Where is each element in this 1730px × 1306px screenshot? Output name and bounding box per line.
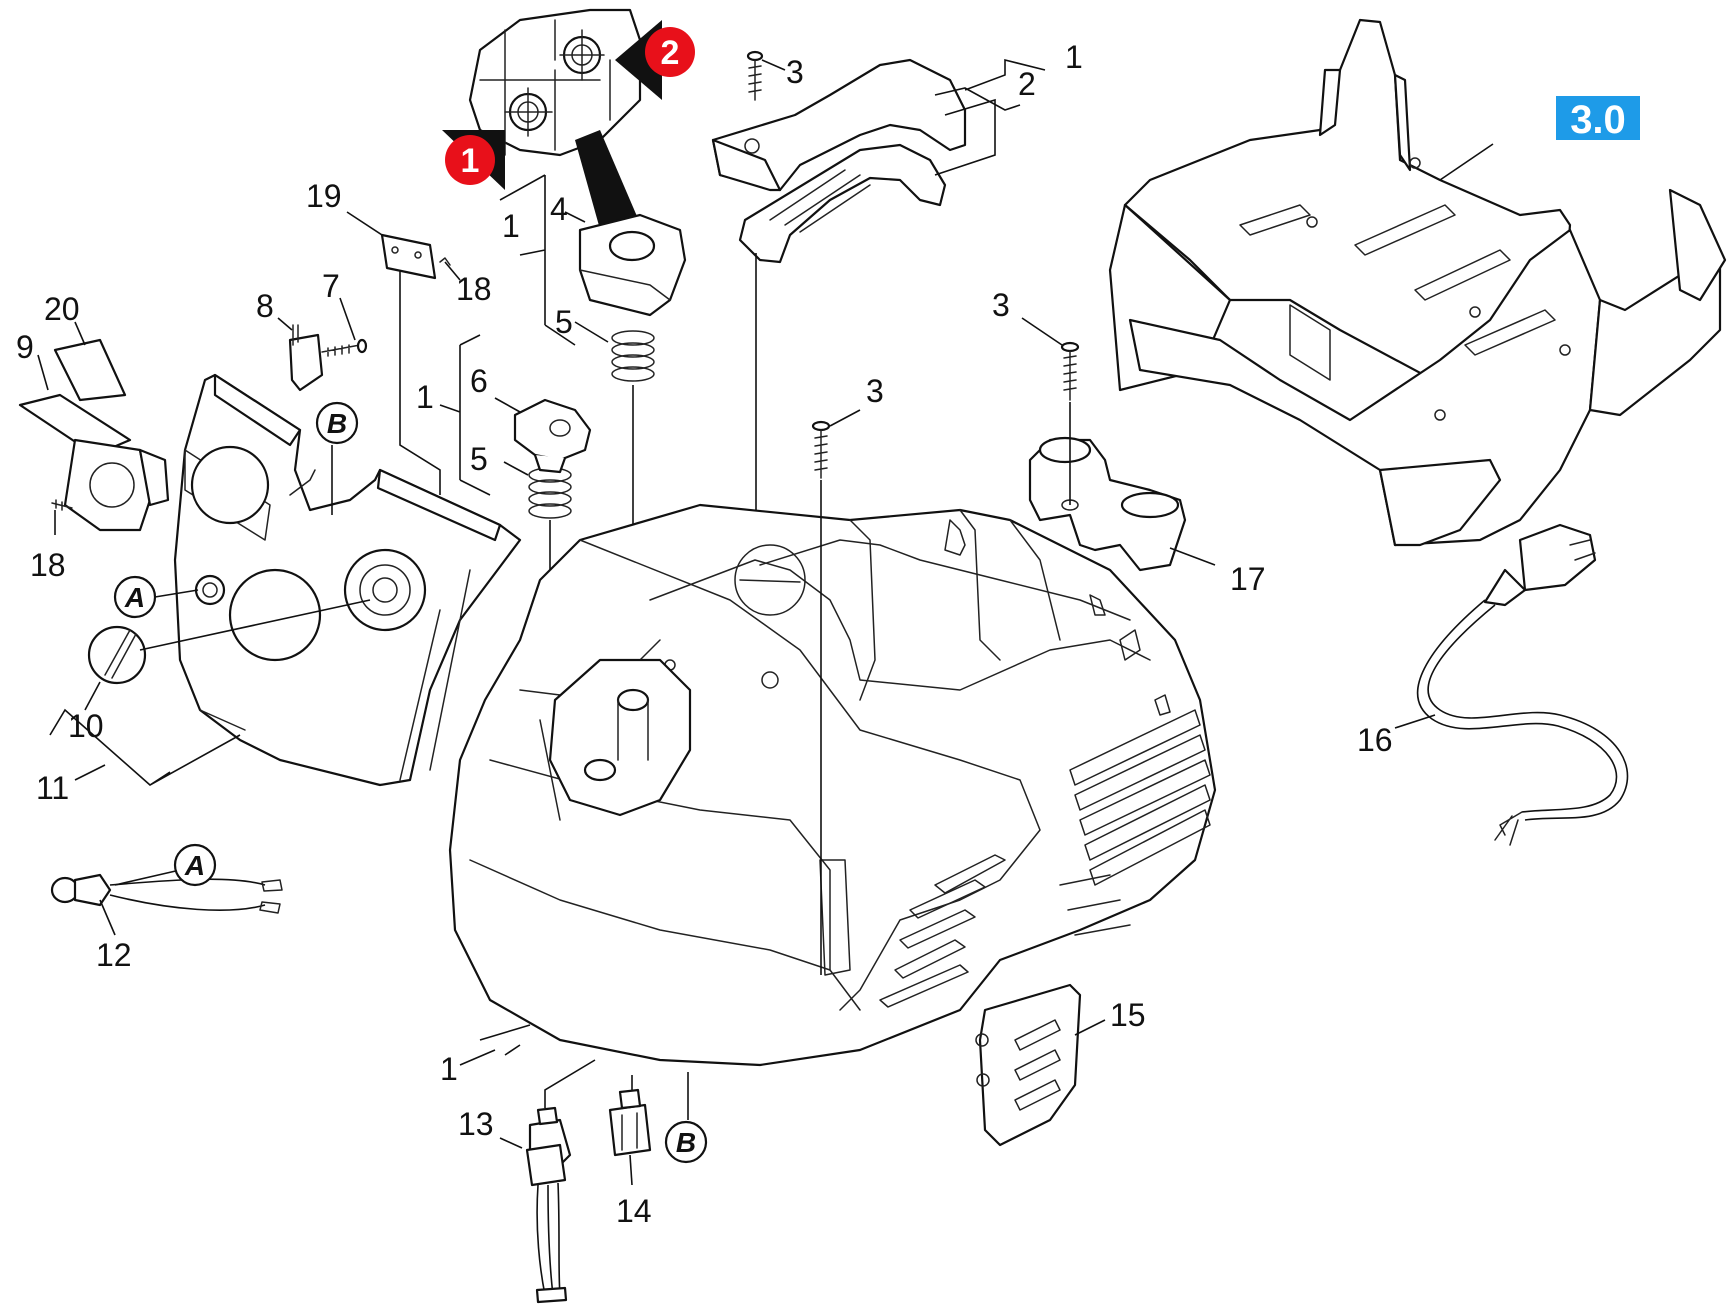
callout-19[interactable]: 19 <box>306 178 342 214</box>
marker-1-circle <box>445 135 495 185</box>
housing-vents <box>879 709 1211 1008</box>
label-plate-part <box>53 338 127 402</box>
base-tray-part <box>1108 18 1727 547</box>
cable-holder-part <box>1028 436 1187 572</box>
callout-12[interactable]: 12 <box>96 937 132 973</box>
holder-screw-part <box>1060 341 1080 401</box>
callout-1[interactable]: 1 <box>416 379 434 415</box>
long-screw-part <box>811 420 831 479</box>
callout-labels: 1 2 3 19 1 4 18 20 8 7 5 9 1 6 3 3 5 18 … <box>16 39 1393 1229</box>
callout-15[interactable]: 15 <box>1110 997 1146 1033</box>
reference-b-top-label: B <box>327 408 347 439</box>
reference-b-bottom: B <box>664 1120 708 1164</box>
marker-2-circle <box>645 27 695 77</box>
callout-4[interactable]: 4 <box>550 191 568 227</box>
callout-1[interactable]: 1 <box>440 1051 458 1087</box>
callout-16[interactable]: 16 <box>1357 722 1393 758</box>
spring-part-lower <box>528 467 572 519</box>
callout-10[interactable]: 10 <box>68 708 104 744</box>
wiring-harness-part <box>525 1106 572 1304</box>
callout-9[interactable]: 9 <box>16 329 34 365</box>
main-housing-part <box>448 503 1217 1067</box>
callout-18[interactable]: 18 <box>456 271 492 307</box>
marker-1[interactable]: 1 <box>445 135 495 185</box>
callout-11[interactable]: 11 <box>36 770 69 806</box>
rotary-knob-part <box>87 625 147 685</box>
reference-b-top: B <box>315 401 359 445</box>
vent-panel-part <box>975 983 1082 1147</box>
callout-3[interactable]: 3 <box>786 54 804 90</box>
reference-a-left-label: A <box>124 582 145 613</box>
lamp-cable-part <box>50 873 283 914</box>
marker-1-label: 1 <box>461 142 480 180</box>
connector-part <box>608 1088 652 1157</box>
callout-20[interactable]: 20 <box>44 291 80 327</box>
callout-6[interactable]: 6 <box>470 363 488 399</box>
circuit-plate-part <box>380 233 437 280</box>
power-cord-part <box>1416 523 1629 846</box>
assembly-badge-bg <box>1556 96 1640 140</box>
callout-1[interactable]: 1 <box>1065 39 1083 75</box>
callout-3[interactable]: 3 <box>866 373 884 409</box>
callout-14[interactable]: 14 <box>616 1193 652 1229</box>
knob-part <box>513 398 592 474</box>
callout-5[interactable]: 5 <box>555 304 573 340</box>
reference-a-left: A <box>113 575 157 619</box>
assembly-badge-label: 3.0 <box>1570 98 1626 142</box>
callout-17[interactable]: 17 <box>1230 561 1266 597</box>
switch-part <box>288 324 324 392</box>
callout-3[interactable]: 3 <box>992 287 1010 323</box>
marker-2-label: 2 <box>661 34 680 72</box>
reference-a-cable: A <box>173 843 217 887</box>
callout-5[interactable]: 5 <box>470 441 488 477</box>
reference-b-bottom-label: B <box>676 1127 696 1158</box>
screw-part <box>746 50 764 101</box>
socket-part <box>18 393 170 532</box>
callout-8[interactable]: 8 <box>256 288 274 324</box>
assembly-badge[interactable]: 3.0 <box>1556 96 1640 142</box>
knob-cap-part <box>578 213 687 317</box>
callout-7[interactable]: 7 <box>322 268 340 304</box>
tiny-screw-part <box>51 499 73 511</box>
callout-1[interactable]: 1 <box>502 208 520 244</box>
marker-2[interactable]: 2 <box>645 27 695 77</box>
spring-part-upper <box>611 330 655 382</box>
handle-part <box>711 58 967 264</box>
front-panel-part <box>173 373 522 787</box>
callout-13[interactable]: 13 <box>458 1106 494 1142</box>
reference-a-cable-label: A <box>184 850 205 881</box>
callout-18[interactable]: 18 <box>30 547 66 583</box>
callout-2[interactable]: 2 <box>1018 66 1036 102</box>
small-screw-part <box>321 344 361 357</box>
